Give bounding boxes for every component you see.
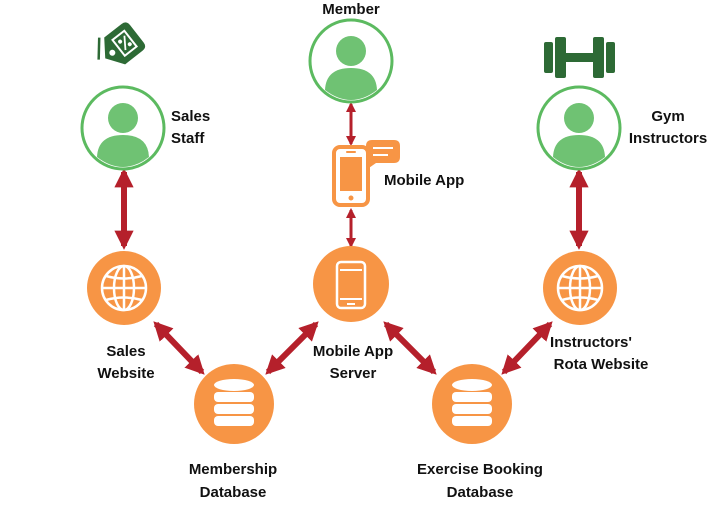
person-icon: [80, 85, 166, 171]
node-mobile-app-server: Mobile App Server: [313, 246, 393, 382]
smartphone-icon: [335, 260, 367, 310]
sales-website-label-line2: Website: [97, 365, 154, 382]
membership-database-label-line1: Membership: [189, 461, 277, 478]
node-instructors-rota-website: Instructors' Rota Website: [543, 251, 648, 373]
mobile-app-label: Mobile App: [384, 172, 464, 189]
sales-website-label-line1: Sales: [106, 343, 145, 360]
membership-database-label-line2: Database: [200, 484, 267, 501]
dumbbell-icon: [544, 37, 615, 78]
arrow-app-server-to-booking-db: [383, 321, 437, 375]
rota-website-label-line1: Instructors': [550, 334, 632, 351]
globe-icon: [556, 264, 604, 312]
database-icon: [214, 379, 254, 426]
arrow-membership-db-to-app-server: [265, 321, 319, 375]
node-member: Member: [308, 1, 394, 104]
gym-instructors-label-line1: Gym: [651, 108, 684, 125]
node-sales-staff: Sales Staff: [80, 85, 210, 171]
person-icon: [308, 18, 394, 104]
rota-website-label-line2: Rota Website: [554, 356, 649, 373]
smartphone-icon: [332, 145, 370, 207]
node-gym-instructors: Gym Instructors: [536, 85, 707, 171]
price-tag-icon: [97, 22, 146, 65]
sales-staff-label-line1: Sales: [171, 108, 210, 125]
person-icon: [536, 85, 622, 171]
sales-staff-label-line2: Staff: [171, 130, 205, 147]
database-icon: [452, 379, 492, 426]
connection-arrows: [114, 101, 589, 375]
member-label: Member: [322, 1, 380, 18]
arrow-booking-db-to-rota-website: [501, 321, 553, 375]
mobile-app-server-label-line1: Mobile App: [313, 343, 393, 360]
exercise-booking-database-label-line1: Exercise Booking: [417, 461, 543, 478]
gym-instructors-label-line2: Instructors: [629, 130, 707, 147]
node-sales-website: Sales Website: [87, 251, 161, 382]
mobile-app-server-label-line2: Server: [330, 365, 377, 382]
globe-icon: [100, 264, 148, 312]
node-exercise-booking-database: Exercise Booking Database: [417, 364, 543, 501]
exercise-booking-database-label-line2: Database: [447, 484, 514, 501]
arrow-sales-website-to-membership-db: [153, 321, 205, 375]
chat-bubble-icon: [366, 140, 400, 170]
node-mobile-app: Mobile App: [332, 140, 464, 207]
node-membership-database: Membership Database: [189, 364, 277, 501]
